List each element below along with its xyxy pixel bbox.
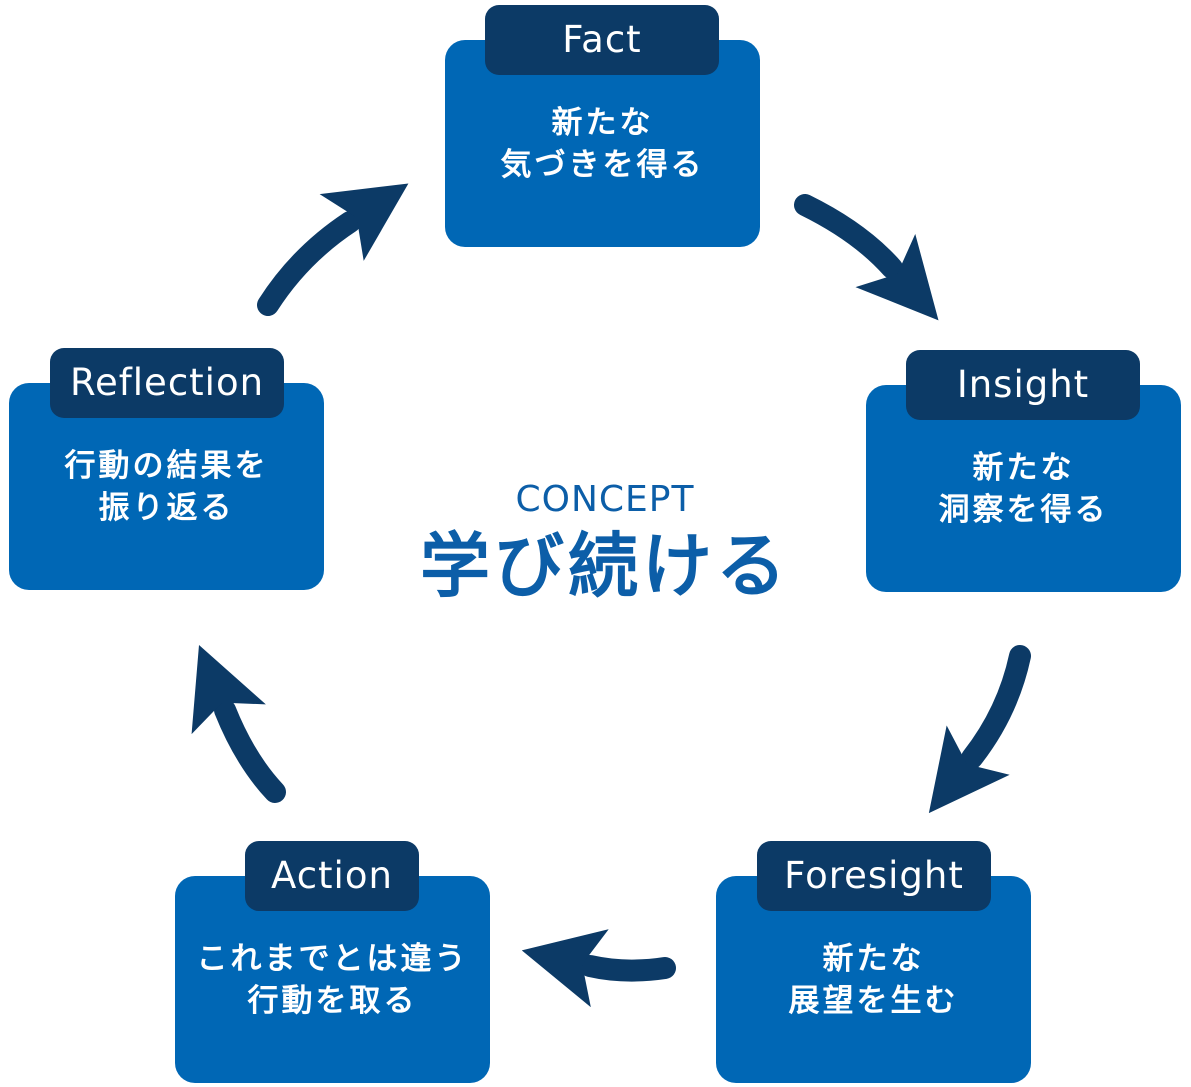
step-insight-line-1: 新たな bbox=[972, 450, 1075, 486]
arrow-fact-to-insight bbox=[794, 194, 939, 321]
step-fact-line-1: 新たな bbox=[551, 105, 654, 141]
step-reflection-tab: Reflection bbox=[50, 348, 284, 418]
step-reflection-line-2: 振り返る bbox=[98, 490, 235, 526]
step-fact-line-2: 気づきを得る bbox=[500, 147, 705, 183]
step-insight-tab: Insight bbox=[906, 350, 1140, 420]
concept-label: CONCEPT bbox=[515, 479, 695, 520]
step-action-line-2: 行動を取る bbox=[247, 983, 418, 1019]
step-foresight-line-2: 展望を生む bbox=[788, 983, 959, 1019]
concept-title: 学び続ける bbox=[420, 525, 790, 607]
step-action-line-1: これまでとは違う bbox=[196, 941, 469, 977]
step-reflection-line-1: 行動の結果を bbox=[64, 448, 269, 484]
center-concept: CONCEPT 学び続ける bbox=[405, 478, 805, 608]
step-foresight-line-1: 新たな bbox=[822, 941, 925, 977]
arrow-reflection-to-fact bbox=[257, 183, 409, 316]
step-action-tab: Action bbox=[245, 841, 419, 911]
step-foresight-tab: Foresight bbox=[757, 841, 991, 911]
arrow-action-to-reflection bbox=[191, 645, 286, 803]
step-fact-tab: Fact bbox=[485, 5, 719, 75]
arrow-insight-to-foresight bbox=[928, 645, 1031, 814]
arrow-foresight-to-action bbox=[521, 929, 676, 1008]
step-insight-line-2: 洞察を得る bbox=[938, 492, 1109, 528]
